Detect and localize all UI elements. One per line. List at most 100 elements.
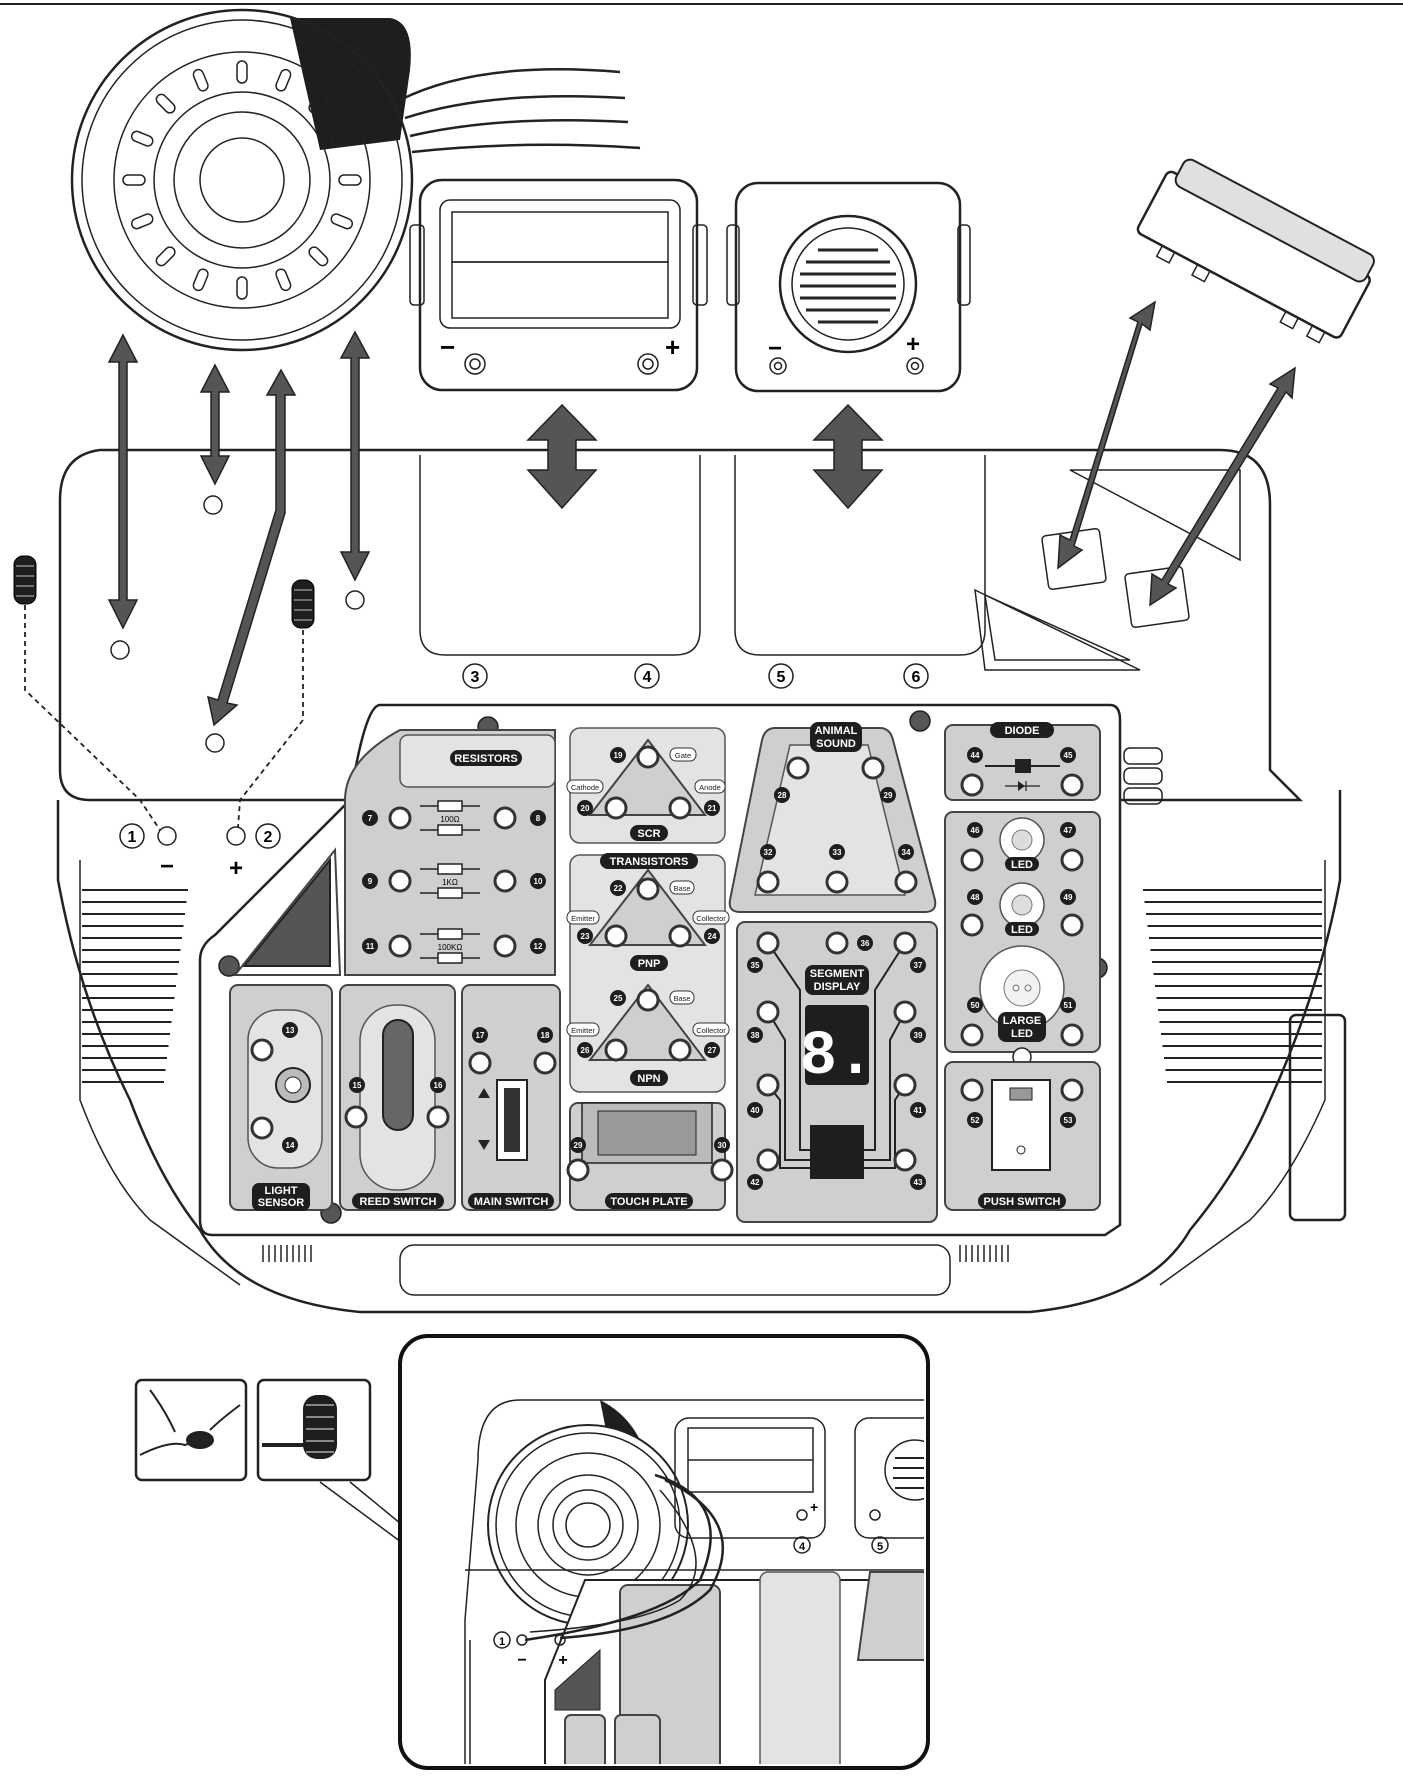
scr-label: SCR bbox=[630, 825, 668, 841]
speaker-component: − + bbox=[726, 181, 971, 393]
jack[interactable] bbox=[893, 1000, 917, 1024]
svg-text:Gate: Gate bbox=[675, 751, 691, 760]
touch-plate-label: TOUCH PLATE bbox=[605, 1193, 693, 1209]
jack[interactable] bbox=[636, 745, 660, 769]
contact-number: 45 bbox=[1060, 747, 1076, 763]
spring-right-icon bbox=[237, 579, 315, 829]
terminal-1-sign: − bbox=[160, 853, 174, 880]
contact-number: 36 bbox=[857, 935, 873, 951]
svg-text:+: + bbox=[558, 1652, 567, 1669]
svg-text:30: 30 bbox=[718, 1141, 727, 1150]
jack[interactable] bbox=[668, 1038, 692, 1062]
svg-text:Base: Base bbox=[673, 884, 690, 893]
svg-text:TOUCH PLATE: TOUCH PLATE bbox=[610, 1196, 687, 1208]
svg-text:7: 7 bbox=[368, 814, 373, 823]
svg-text:23: 23 bbox=[581, 932, 590, 941]
jack[interactable] bbox=[668, 924, 692, 948]
jack[interactable] bbox=[756, 870, 780, 894]
jack[interactable] bbox=[388, 869, 412, 893]
svg-text:LED: LED bbox=[1011, 859, 1033, 871]
jack[interactable] bbox=[1060, 1078, 1084, 1102]
contact-number: 41 bbox=[910, 1102, 926, 1118]
svg-text:Anode: Anode bbox=[699, 783, 721, 792]
svg-text:26: 26 bbox=[581, 1046, 590, 1055]
contact-number: 44 bbox=[967, 747, 983, 763]
jack[interactable] bbox=[533, 1051, 557, 1075]
svg-text:15: 15 bbox=[353, 1081, 362, 1090]
jack[interactable] bbox=[960, 1078, 984, 1102]
svg-text:Collector: Collector bbox=[696, 1026, 726, 1035]
reed-switch-module: REED SWITCH bbox=[339, 984, 456, 1211]
jack[interactable] bbox=[250, 1038, 274, 1062]
jack[interactable] bbox=[756, 1000, 780, 1024]
jack[interactable] bbox=[1060, 773, 1084, 797]
jack[interactable] bbox=[861, 756, 885, 780]
jack[interactable] bbox=[426, 1105, 450, 1129]
jack[interactable] bbox=[893, 1148, 917, 1172]
pin-label-base: Base bbox=[669, 880, 695, 895]
jack[interactable] bbox=[1060, 1023, 1084, 1047]
terminal-1[interactable]: 1 − bbox=[119, 823, 177, 880]
segment-digit: 8. bbox=[800, 1021, 874, 1092]
jack[interactable] bbox=[960, 848, 984, 872]
jack[interactable] bbox=[636, 988, 660, 1012]
inset-slot-4: 4 bbox=[793, 1536, 811, 1554]
jack[interactable] bbox=[894, 870, 918, 894]
slot-4-label: 4 bbox=[634, 663, 660, 689]
npn-label: NPN bbox=[630, 1070, 668, 1086]
resistor-value: 100KΩ bbox=[438, 943, 463, 952]
jack[interactable] bbox=[388, 806, 412, 830]
svg-text:8: 8 bbox=[536, 814, 541, 823]
jack[interactable] bbox=[636, 877, 660, 901]
pin-label-emitter: Emitter bbox=[566, 910, 600, 925]
svg-text:29: 29 bbox=[574, 1141, 583, 1150]
svg-text:24: 24 bbox=[708, 932, 717, 941]
terminal-2[interactable]: 2 + bbox=[226, 823, 281, 882]
jack[interactable] bbox=[493, 869, 517, 893]
resistor-value: 1KΩ bbox=[442, 878, 458, 887]
svg-text:10: 10 bbox=[534, 877, 543, 886]
jack[interactable] bbox=[756, 931, 780, 955]
jack[interactable] bbox=[960, 773, 984, 797]
jack[interactable] bbox=[668, 796, 692, 820]
jack[interactable] bbox=[604, 1038, 628, 1062]
jack[interactable] bbox=[604, 924, 628, 948]
jack[interactable] bbox=[604, 796, 628, 820]
jack[interactable] bbox=[710, 1158, 734, 1182]
jack[interactable] bbox=[250, 1116, 274, 1140]
assembly-arrows bbox=[107, 300, 1296, 727]
svg-text:49: 49 bbox=[1064, 893, 1073, 902]
jack[interactable] bbox=[960, 913, 984, 937]
svg-text:46: 46 bbox=[971, 826, 980, 835]
jack[interactable] bbox=[756, 1148, 780, 1172]
jack[interactable] bbox=[1060, 848, 1084, 872]
transistors-label: TRANSISTORS bbox=[600, 853, 698, 869]
jack[interactable] bbox=[893, 1073, 917, 1097]
jack[interactable] bbox=[756, 1073, 780, 1097]
contact-number: 15 bbox=[349, 1077, 365, 1093]
jack[interactable] bbox=[566, 1158, 590, 1182]
jack[interactable] bbox=[1060, 913, 1084, 937]
jack[interactable] bbox=[825, 931, 849, 955]
main-switch-label: MAIN SWITCH bbox=[468, 1193, 554, 1209]
jack[interactable] bbox=[960, 1023, 984, 1047]
svg-text:Emitter: Emitter bbox=[571, 1026, 595, 1035]
contact-number: 48 bbox=[967, 889, 983, 905]
svg-text:14: 14 bbox=[286, 1141, 295, 1150]
contact-number: 19 bbox=[610, 747, 626, 763]
jack[interactable] bbox=[468, 1051, 492, 1075]
jack[interactable] bbox=[388, 934, 412, 958]
svg-text:42: 42 bbox=[751, 1178, 760, 1187]
spring-pinch-detail bbox=[134, 1378, 248, 1482]
jack[interactable] bbox=[893, 931, 917, 955]
jack[interactable] bbox=[493, 806, 517, 830]
contact-number: 13 bbox=[282, 1022, 298, 1038]
jack[interactable] bbox=[493, 934, 517, 958]
jack[interactable] bbox=[344, 1105, 368, 1129]
jack[interactable] bbox=[786, 756, 810, 780]
contact-number: 23 bbox=[577, 928, 593, 944]
jack[interactable] bbox=[825, 870, 849, 894]
